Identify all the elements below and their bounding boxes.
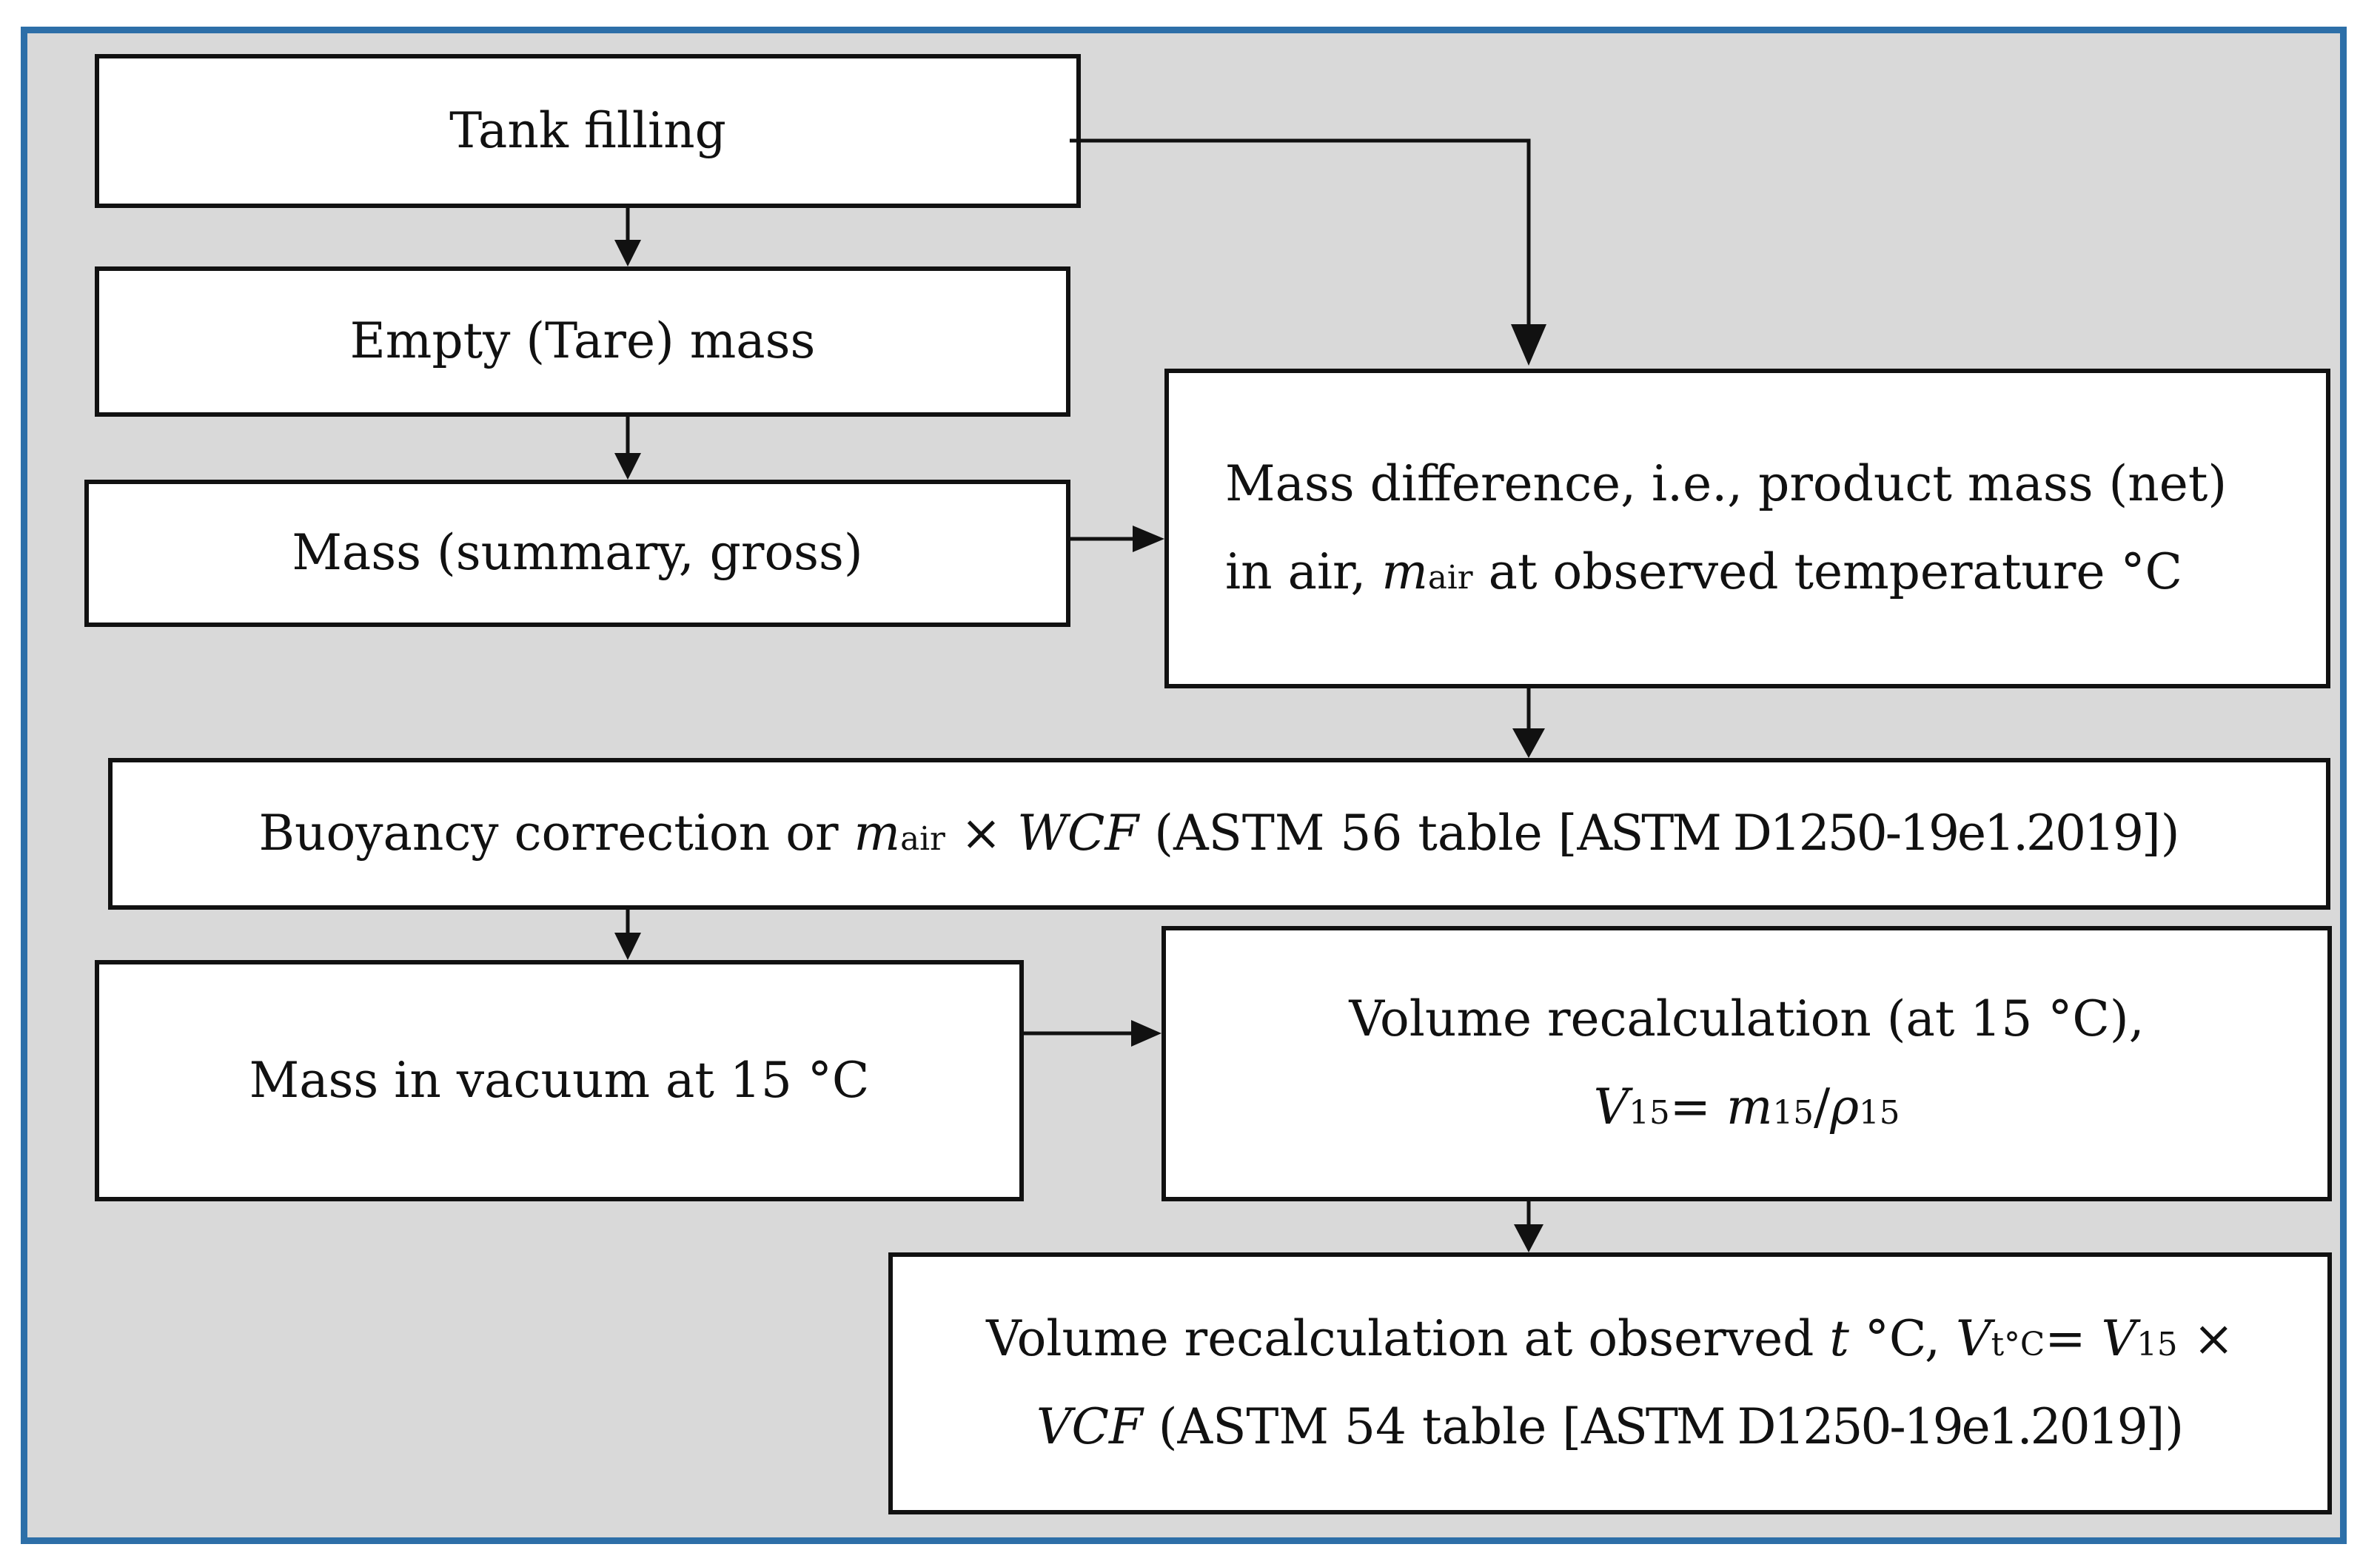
equals-sign: =	[1669, 1078, 1726, 1135]
arrowhead-vacuum	[614, 933, 641, 960]
vacuum-mass-box: Mass in vacuum at 15 °C	[95, 960, 1024, 1201]
mass-difference-box: Mass difference, i.e., product mass (net…	[1164, 369, 2330, 688]
observed-temperature-text: at observed temperature °C	[1472, 543, 2182, 600]
v15-subscript: 15	[2136, 1326, 2178, 1364]
arrow-tank-to-difference	[1070, 138, 1531, 337]
astm-reference: ASTM D1250-19e1.2019	[1581, 1398, 2148, 1455]
arrowhead-volumet	[1514, 1224, 1543, 1252]
m-air-symbol: m	[854, 805, 901, 862]
gross-mass-box: Mass (summary, gross)	[84, 480, 1070, 627]
arrowhead-buoyancy	[1512, 728, 1545, 758]
vt-symbol: V	[1955, 1310, 1991, 1368]
m-air-symbol: m	[1381, 543, 1428, 600]
buoyancy-correction-label: Buoyancy correction or mair × WCF (ASTM …	[258, 790, 2179, 878]
volume-15-line-1: Volume recalculation (at 15 °C),	[1349, 990, 2145, 1048]
diagram-frame	[21, 27, 2347, 1544]
buoyancy-correction-box: Buoyancy correction or mair × WCF (ASTM …	[108, 758, 2330, 910]
tank-filling-box: Tank filling	[95, 54, 1081, 208]
v15-subscript: 15	[1629, 1095, 1670, 1132]
empty-mass-box: Empty (Tare) mass	[95, 266, 1070, 417]
vcf-symbol: VCF	[1036, 1398, 1143, 1455]
arrowhead-empty	[614, 240, 641, 266]
mass-difference-line-1: Mass difference, i.e., product mass (net…	[1225, 455, 2228, 513]
v15-symbol: V	[1593, 1078, 1629, 1135]
astm-reference: ASTM D1250-19e1.2019	[1577, 805, 2144, 862]
division-slash: /	[1813, 1078, 1831, 1135]
wcf-symbol: WCF	[1017, 805, 1139, 862]
m-air-subscript: air	[900, 821, 945, 859]
volume-t-text: Volume recalculation at observed	[986, 1310, 1830, 1368]
tank-filling-label: Tank filling	[449, 101, 726, 159]
volume-t-line-1: Volume recalculation at observed t °C, V…	[986, 1295, 2234, 1383]
volume-t-box: Volume recalculation at observed t °C, V…	[888, 1252, 2332, 1514]
mass-difference-line-2: in air, mair at observed temperature °C	[1225, 529, 2182, 617]
times-sign: ×	[2177, 1310, 2234, 1368]
m-air-subscript: air	[1427, 560, 1473, 597]
rho15-subscript: 15	[1859, 1095, 1900, 1132]
arrowhead-difference-left	[1133, 526, 1164, 552]
volume-t-line-2: VCF (ASTM 54 table [ASTM D1250-19e1.2019…	[1036, 1383, 2184, 1472]
gross-mass-label: Mass (summary, gross)	[292, 524, 863, 582]
volume-15-formula: V15= m15/ρ15	[1594, 1064, 1900, 1152]
arrowhead-gross	[614, 453, 641, 480]
mass-difference-in-air-text: in air,	[1225, 543, 1382, 600]
rho15-symbol: ρ	[1830, 1078, 1860, 1135]
times-sign: ×	[945, 805, 1018, 862]
arrowhead-difference-top	[1511, 324, 1546, 366]
m15-symbol: m	[1726, 1078, 1773, 1135]
vacuum-mass-label: Mass in vacuum at 15 °C	[249, 1051, 870, 1109]
arrowhead-volume15	[1131, 1020, 1161, 1047]
closing-brackets: ])	[2142, 805, 2180, 862]
degree-celsius-text: °C,	[1848, 1310, 1956, 1368]
t-symbol: t	[1829, 1310, 1849, 1368]
equals-sign: =	[2045, 1310, 2102, 1368]
astm-56-table-text: (ASTM 56 table [	[1139, 805, 1578, 862]
closing-brackets: ])	[2145, 1398, 2185, 1455]
v15-symbol: V	[2101, 1310, 2137, 1368]
buoyancy-correction-text: Buoyancy correction or	[258, 805, 854, 862]
empty-mass-label: Empty (Tare) mass	[349, 312, 816, 370]
m15-subscript: 15	[1772, 1095, 1814, 1132]
vt-subscript: t°C	[1991, 1326, 2045, 1364]
astm-54-table-text: (ASTM 54 table [	[1142, 1398, 1581, 1455]
volume-15-box: Volume recalculation (at 15 °C), V15= m1…	[1161, 926, 2332, 1201]
